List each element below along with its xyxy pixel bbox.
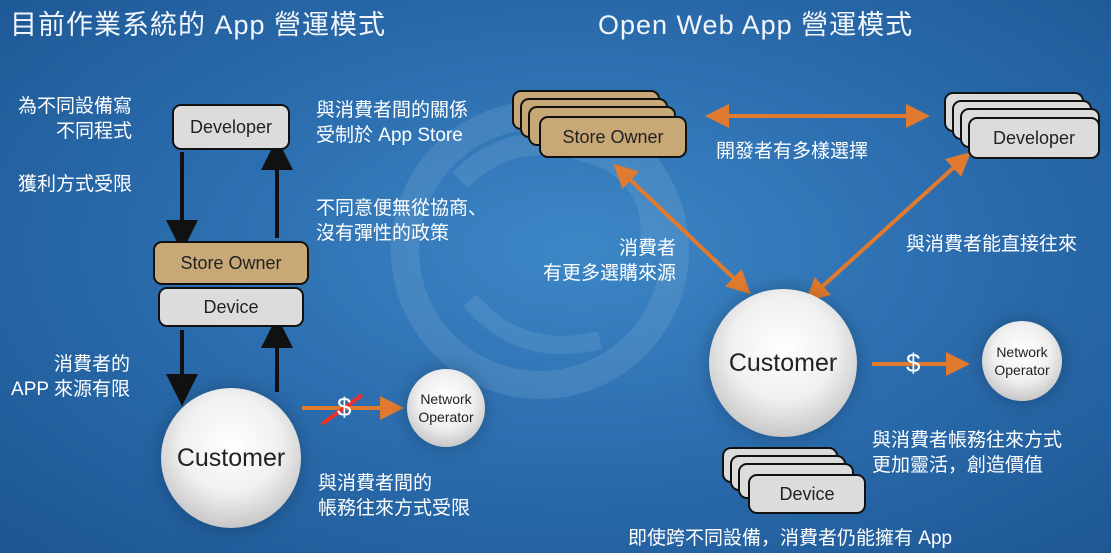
note-source-line1: 消費者的 <box>53 354 130 375</box>
right-developer-box: Developer <box>968 117 1100 159</box>
note-billing-right-line2: 更加靈活，創造價值 <box>872 455 1044 476</box>
note-devices: 為不同設備寫 不同程式 <box>0 94 132 144</box>
note-sources-line1: 消費者 <box>618 238 676 259</box>
left-dollar-sign: $ <box>337 392 352 422</box>
note-policy: 不同意便無從協商、 沒有彈性的政策 <box>316 196 487 246</box>
right-network-line2: Operator <box>994 362 1050 378</box>
right-network-line1: Network <box>996 344 1048 360</box>
left-developer-box: Developer <box>172 104 290 150</box>
right-dollar-sign: $ <box>906 348 921 378</box>
arrow-store-customer <box>613 163 751 295</box>
note-choices: 開發者有多樣選擇 <box>716 141 869 162</box>
note-devices-line2: 不同程式 <box>55 121 132 142</box>
note-profit: 獲利方式受限 <box>17 174 132 195</box>
note-policy-line2: 沒有彈性的政策 <box>316 223 450 244</box>
left-store-owner-box: Store Owner <box>153 241 309 285</box>
note-sources-line2: 有更多選購來源 <box>542 263 676 284</box>
right-customer-circle: Customer <box>709 289 857 437</box>
note-billing-left-line2: 帳務往來方式受限 <box>318 498 471 519</box>
left-customer-circle: Customer <box>161 388 301 528</box>
note-appstore-line1: 與消費者間的關係 <box>316 100 469 121</box>
left-device-box: Device <box>158 287 304 327</box>
note-appstore-line2: 受制於 App Store <box>316 125 463 146</box>
left-network-line2: Operator <box>418 409 474 425</box>
right-store-owner-box: Store Owner <box>539 116 687 158</box>
right-device-box: Device <box>748 474 866 514</box>
note-devices-right: 即使跨不同設備，消費者仍能擁有 App <box>628 528 953 549</box>
note-billing-right: 與消費者帳務往來方式 更加靈活，創造價值 <box>872 428 1062 478</box>
note-policy-line1: 不同意便無從協商、 <box>316 198 488 219</box>
note-source-line2: APP 來源有限 <box>11 379 130 400</box>
note-direct: 與消費者能直接往來 <box>906 234 1078 255</box>
note-billing-left: 與消費者間的 帳務往來方式受限 <box>318 471 470 521</box>
note-devices-line1: 為不同設備寫 <box>17 96 132 117</box>
note-billing-left-line1: 與消費者間的 <box>318 473 433 494</box>
note-appstore: 與消費者間的關係 受制於 App Store <box>316 98 468 148</box>
left-title: 目前作業系統的 App 營運模式 <box>10 10 387 40</box>
arrow-developer-customer <box>805 151 971 303</box>
note-source: 消費者的 APP 來源有限 <box>0 352 130 402</box>
left-network-line1: Network <box>420 391 472 407</box>
right-title: Open Web App 營運模式 <box>598 10 914 40</box>
note-billing-right-line1: 與消費者帳務往來方式 <box>872 430 1063 451</box>
left-network-operator-circle: Network Operator <box>407 369 485 447</box>
right-network-operator-circle: Network Operator <box>982 321 1062 401</box>
strike-line <box>320 393 364 426</box>
note-sources: 消費者 有更多選購來源 <box>520 236 676 286</box>
